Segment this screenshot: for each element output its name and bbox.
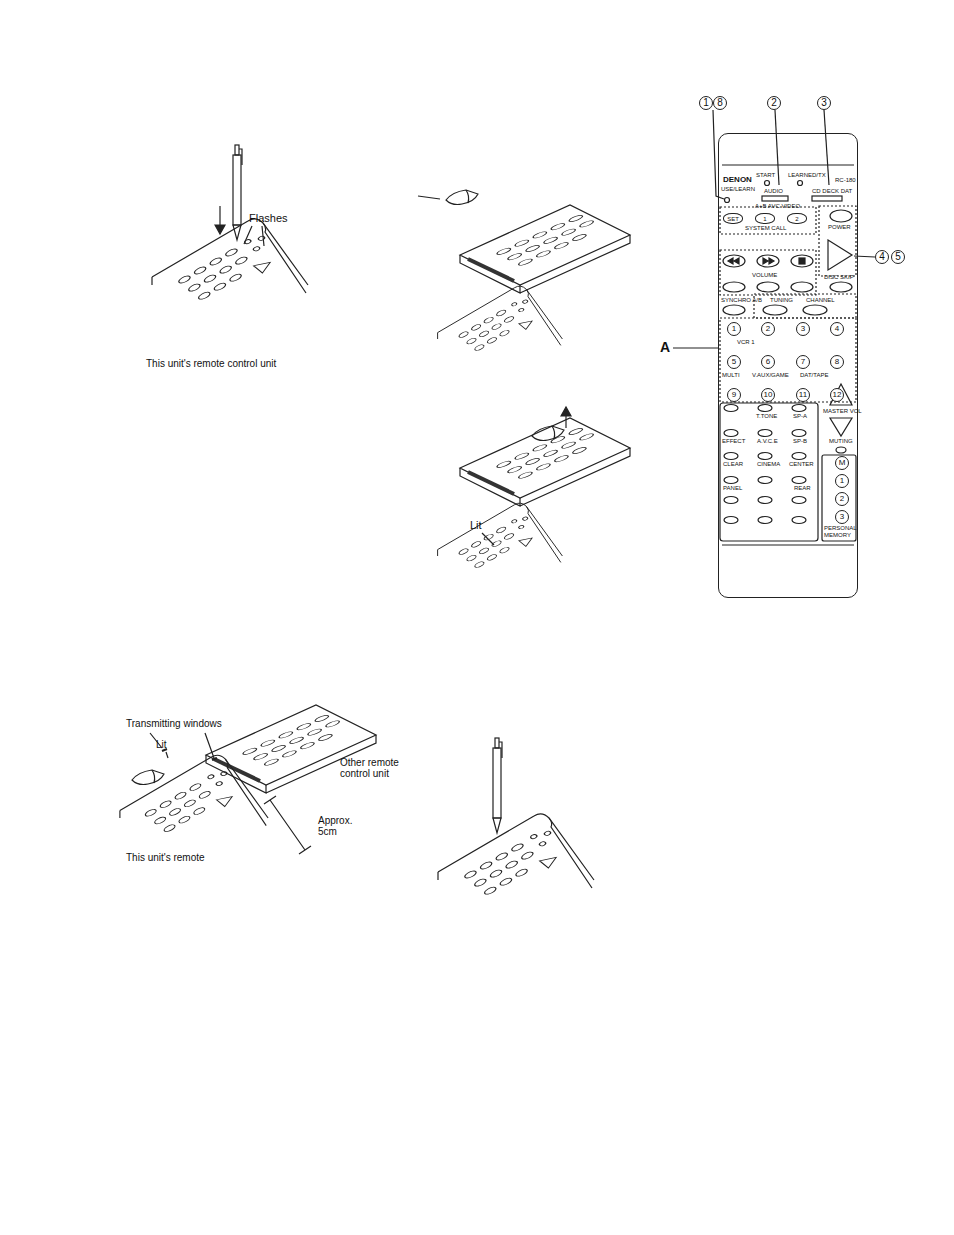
- button-label: PANEL: [723, 485, 742, 492]
- note-label: Flashes: [249, 212, 288, 224]
- button-label: LEARNED/TX: [788, 172, 826, 179]
- note-label: Transmitting windows: [126, 718, 222, 729]
- number-button: 11: [796, 388, 810, 402]
- number-button: 5: [727, 355, 741, 369]
- button-label: CENTER: [789, 461, 814, 468]
- button-label: CHANNEL: [806, 297, 835, 304]
- brand-label: DENON: [723, 176, 752, 184]
- callout-number: 2: [767, 96, 781, 110]
- button-label: SYNCHRO A/B: [721, 297, 762, 304]
- button-label: EFFECT: [722, 438, 745, 445]
- button-label: CINEMA: [757, 461, 780, 468]
- button-text: 2: [766, 325, 770, 333]
- button-label: VCR 1: [737, 339, 755, 346]
- button-label: A.V.C.E: [757, 438, 778, 445]
- button-text: 1: [763, 216, 766, 222]
- callout-number: 1: [699, 96, 713, 110]
- system-call-button: SET: [723, 213, 743, 224]
- button-text: SET: [727, 216, 739, 222]
- button-label: PERSONAL MEMORY: [824, 525, 856, 538]
- button-label: CD DECK DAT: [812, 188, 852, 195]
- dimension-label: Approx. 5cm: [318, 815, 363, 837]
- button-text: 4: [879, 252, 885, 262]
- button-text: 9: [732, 391, 736, 399]
- button-label: VOLUME: [752, 272, 777, 279]
- button-label: A+B AVC VIDEO: [755, 203, 800, 210]
- button-text: 1: [840, 477, 844, 485]
- callout-letter: A: [660, 340, 670, 355]
- number-button: 8: [830, 355, 844, 369]
- button-label: V.AUX/GAME: [752, 372, 789, 379]
- note-label: Other remote control unit: [340, 757, 412, 779]
- button-text: 11: [799, 391, 807, 399]
- button-text: 1: [703, 98, 709, 108]
- number-button: M: [835, 456, 849, 470]
- button-text: 4: [835, 325, 839, 333]
- button-label: POWER: [828, 224, 851, 231]
- note-label: Lit: [470, 519, 482, 531]
- button-label: MASTER VOL: [823, 408, 862, 415]
- number-button: 6: [761, 355, 775, 369]
- callout-number: 3: [817, 96, 831, 110]
- button-text: 5: [732, 358, 736, 366]
- button-text: 3: [801, 325, 805, 333]
- note-label: Lit: [156, 739, 167, 750]
- caption-label: This unit's remote control unit: [146, 358, 276, 369]
- number-button: 10: [761, 388, 775, 402]
- button-text: 6: [766, 358, 770, 366]
- callout-number: 4: [875, 250, 889, 264]
- callout-number: 8: [713, 96, 727, 110]
- system-call-button: 1: [755, 213, 775, 224]
- number-button: 3: [835, 510, 849, 524]
- button-text: 8: [835, 358, 839, 366]
- button-label: MUTING: [829, 438, 853, 445]
- number-button: 3: [796, 322, 810, 336]
- button-label: MULTI: [722, 372, 740, 379]
- button-label: CLEAR: [723, 461, 743, 468]
- number-button: 7: [796, 355, 810, 369]
- button-text: 10: [764, 391, 773, 399]
- number-button: 2: [835, 492, 849, 506]
- number-button: 12: [830, 388, 844, 402]
- button-label: TUNING: [770, 297, 793, 304]
- button-text: 5: [895, 252, 901, 262]
- button-label: AUDIO: [764, 188, 783, 195]
- button-label: USE/LEARN: [721, 186, 755, 193]
- button-label: SP-A: [793, 413, 807, 420]
- button-label: SP-B: [793, 438, 807, 445]
- button-text: 2: [795, 216, 798, 222]
- button-text: M: [839, 459, 846, 467]
- button-text: 7: [801, 358, 805, 366]
- number-button: 4: [830, 322, 844, 336]
- button-text: 3: [821, 98, 827, 108]
- number-button: 9: [727, 388, 741, 402]
- number-button: 1: [835, 474, 849, 488]
- button-label: DISC SKIP: [824, 274, 854, 281]
- button-label: DAT/TAPE: [800, 372, 828, 379]
- number-button: 2: [761, 322, 775, 336]
- system-call-button: 2: [787, 213, 807, 224]
- button-text: 12: [833, 391, 842, 399]
- button-text: 2: [771, 98, 777, 108]
- callout-number: 5: [891, 250, 905, 264]
- button-label: SYSTEM CALL: [745, 225, 786, 232]
- caption-label: This unit's remote: [126, 852, 205, 863]
- button-text: 3: [840, 513, 844, 521]
- brand-label: RC-180: [835, 177, 856, 183]
- number-button: 1: [727, 322, 741, 336]
- button-text: 8: [717, 98, 723, 108]
- button-text: 2: [840, 495, 844, 503]
- button-label: REAR: [794, 485, 811, 492]
- button-label: START: [756, 172, 775, 179]
- button-label: T.TONE: [756, 413, 777, 420]
- button-text: 1: [732, 325, 736, 333]
